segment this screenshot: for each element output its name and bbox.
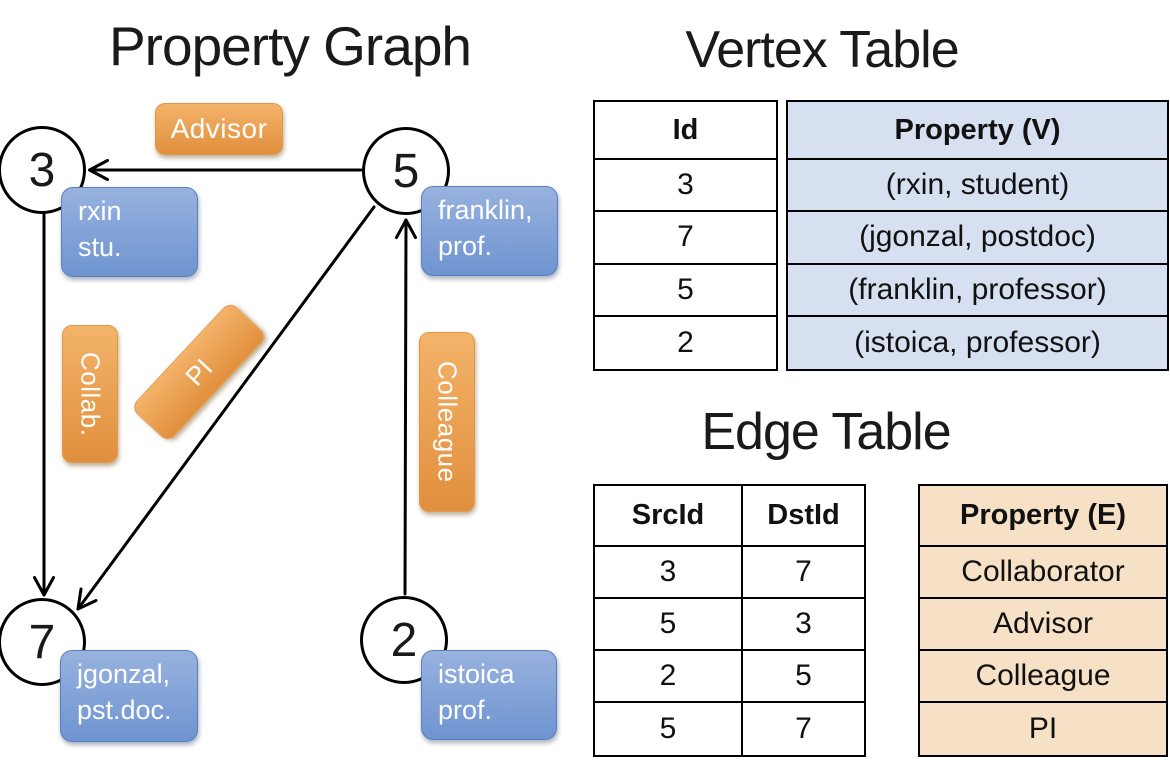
edge-label-collab: Collab. — [62, 325, 118, 463]
node-3-id: 3 — [28, 143, 56, 197]
edge-table-property-cell: Collaborator — [920, 547, 1166, 599]
vertex-label-jgonzal-line2: pst.doc. — [77, 694, 172, 725]
vertex-table-property-cell: (jgonzal, postdoc) — [788, 212, 1167, 265]
edge-label-pi-text: PI — [178, 352, 219, 392]
edge-table-dstid-header: DstId — [743, 486, 864, 547]
edge-label-colleague: Colleague — [419, 332, 475, 512]
node-7-id: 7 — [28, 615, 56, 669]
edge-label-advisor: Advisor — [155, 103, 283, 155]
graph-edges — [33, 159, 417, 611]
vertex-label-franklin-line1: franklin, — [438, 195, 533, 225]
vertex-table-id-header: Id — [595, 102, 776, 160]
edge-5-7-line — [76, 205, 376, 611]
edge-table-property-cell: PI — [920, 703, 1166, 755]
edge-2-5-arrowhead — [395, 218, 417, 239]
edge-label-collab-text: Collab. — [75, 351, 106, 437]
edge-table-property-cell: Colleague — [920, 651, 1166, 703]
edge-5-3-arrowhead — [88, 159, 109, 181]
vertex-label-rxin-line2: stu. — [78, 231, 122, 262]
edge-table-dstid-cell: 3 — [743, 599, 864, 651]
vertex-table-id-cell: 3 — [595, 160, 776, 213]
vertex-table-property-cell: (franklin, professor) — [788, 264, 1167, 317]
edge-label-advisor-text: Advisor — [170, 113, 268, 144]
vertex-table-id-column: Id 3 7 5 2 — [593, 100, 778, 371]
edge-table-srcid-cell: 2 — [595, 651, 743, 703]
edge-table-title: Edge Table — [701, 403, 951, 461]
property-graph-title: Property Graph — [108, 15, 472, 77]
edge-table-property-column: Property (E) Collaborator Advisor Collea… — [918, 484, 1168, 757]
vertex-label-franklin-line2: prof. — [438, 230, 493, 261]
vertex-table-property-cell: (rxin, student) — [788, 160, 1167, 213]
vertex-label-franklin: franklin, prof. — [421, 186, 558, 276]
vertex-table-id-cell: 2 — [677, 325, 694, 359]
edge-table-id-columns: SrcId DstId 3 7 5 3 2 5 5 7 — [593, 484, 866, 757]
edge-table-dstid-cell: 7 — [743, 547, 864, 599]
edge-table-srcid-cell: 5 — [595, 703, 743, 755]
edge-table-srcid-cell: 5 — [595, 599, 743, 651]
edge-5-7-arrowhead — [76, 587, 98, 611]
vertex-table-id-cell: 5 — [595, 265, 776, 317]
node-5-id: 5 — [392, 144, 420, 198]
vertex-label-rxin: rxin stu. — [61, 187, 198, 277]
vertex-table-property-header: Property (V) — [788, 102, 1167, 160]
vertex-label-istoica-line2: prof. — [438, 694, 493, 725]
edge-table-srcid-header: SrcId — [595, 486, 743, 547]
vertex-label-istoica-line1: istoica — [438, 659, 515, 689]
vertex-table-property-cell: (istoica, professor) — [788, 316, 1167, 369]
edge-table-dstid-cell: 5 — [743, 651, 864, 703]
edge-3-7-arrowhead — [33, 576, 55, 597]
vertex-label-jgonzal-line1: jgonzal, — [77, 659, 171, 689]
edge-table-property-header: Property (E) — [920, 486, 1166, 547]
vertex-label-rxin-line1: rxin — [78, 196, 122, 226]
edge-table-srcid-cell: 3 — [595, 547, 743, 599]
vertex-table-id-cell: 7 — [595, 212, 776, 265]
edge-table-property-cell: Advisor — [920, 599, 1166, 651]
node-2-id: 2 — [390, 613, 418, 667]
graph-node-2: 2 — [360, 596, 448, 684]
vertex-table-property-column: Property (V) (rxin, student) (jgonzal, p… — [786, 100, 1169, 371]
vertex-table-title: Vertex Table — [685, 21, 959, 79]
edge-label-colleague-text: Colleague — [432, 361, 463, 483]
vertex-label-istoica: istoica prof. — [421, 650, 557, 740]
vertex-label-jgonzal: jgonzal, pst.doc. — [60, 650, 198, 742]
edge-table-dstid-cell: 7 — [795, 712, 812, 745]
edge-2-5-line — [403, 219, 408, 596]
